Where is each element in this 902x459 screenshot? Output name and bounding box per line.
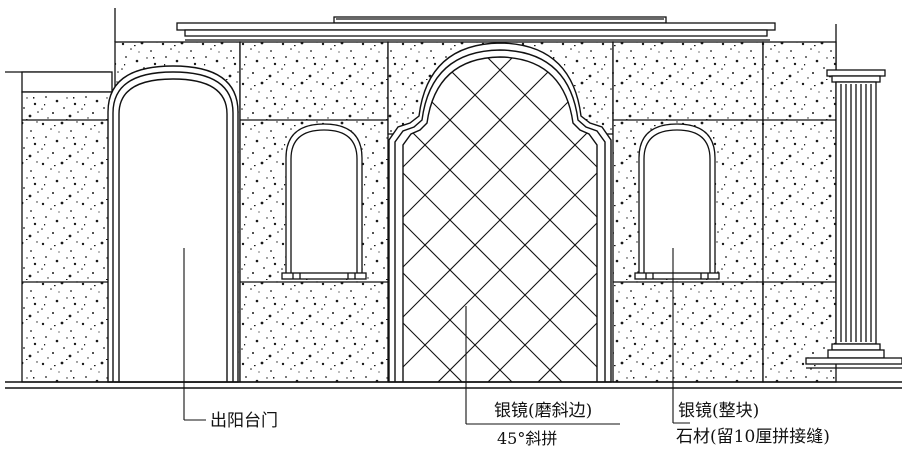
floor-line <box>5 381 902 389</box>
mirror-diagonal-grid <box>403 57 597 382</box>
right-niche <box>634 123 720 280</box>
label-mirror-whole: 银镜(整块) <box>678 401 759 421</box>
central-mirror-frame <box>388 42 612 383</box>
left-niche <box>281 123 367 280</box>
balcony-door <box>107 65 239 383</box>
label-balcony-door: 出阳台门 <box>210 411 278 431</box>
left-wall <box>5 71 113 383</box>
stone-panel <box>762 41 837 383</box>
leader-lines <box>183 248 690 425</box>
column <box>805 69 902 369</box>
label-stone: 石材(留10厘拼接缝) <box>676 427 830 447</box>
label-mirror-pattern: 45°斜拼 <box>497 429 557 448</box>
top-cornice <box>114 8 837 70</box>
label-mirror-bevel: 银镜(磨斜边) <box>494 401 592 421</box>
